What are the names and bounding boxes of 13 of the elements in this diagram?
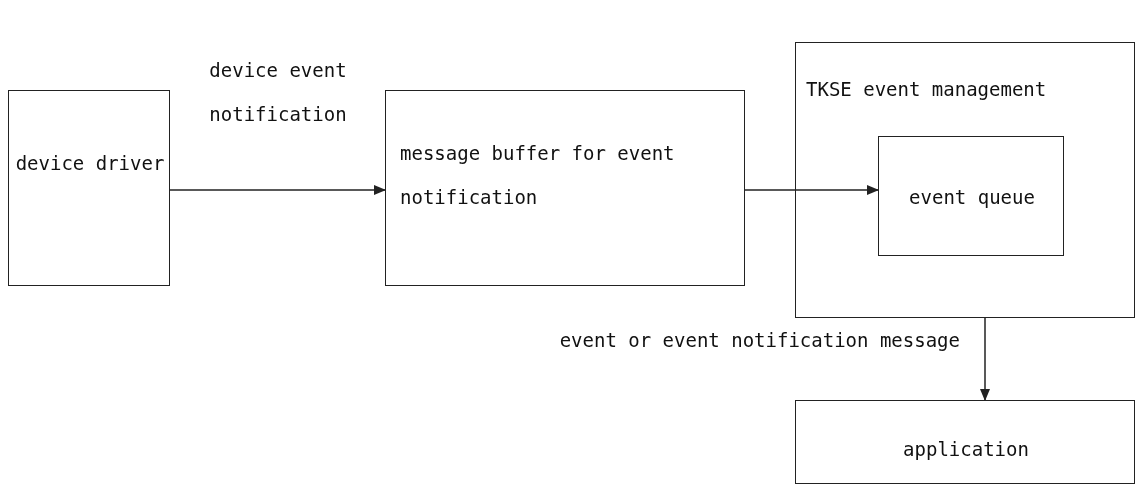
buffer-box xyxy=(385,90,745,286)
arrow xyxy=(744,185,879,195)
module-box xyxy=(795,42,1135,318)
process-box xyxy=(8,90,170,286)
node-label: application xyxy=(902,437,1030,462)
node-label: message buffer for event notification xyxy=(400,141,676,210)
application-box xyxy=(795,400,1135,484)
arrow xyxy=(169,185,386,195)
queue-box xyxy=(878,136,1064,256)
arrow xyxy=(980,317,990,401)
node-label: device driver xyxy=(14,151,166,176)
node-label: TKSE event management xyxy=(806,77,1048,102)
node-label: event queue xyxy=(908,185,1036,210)
